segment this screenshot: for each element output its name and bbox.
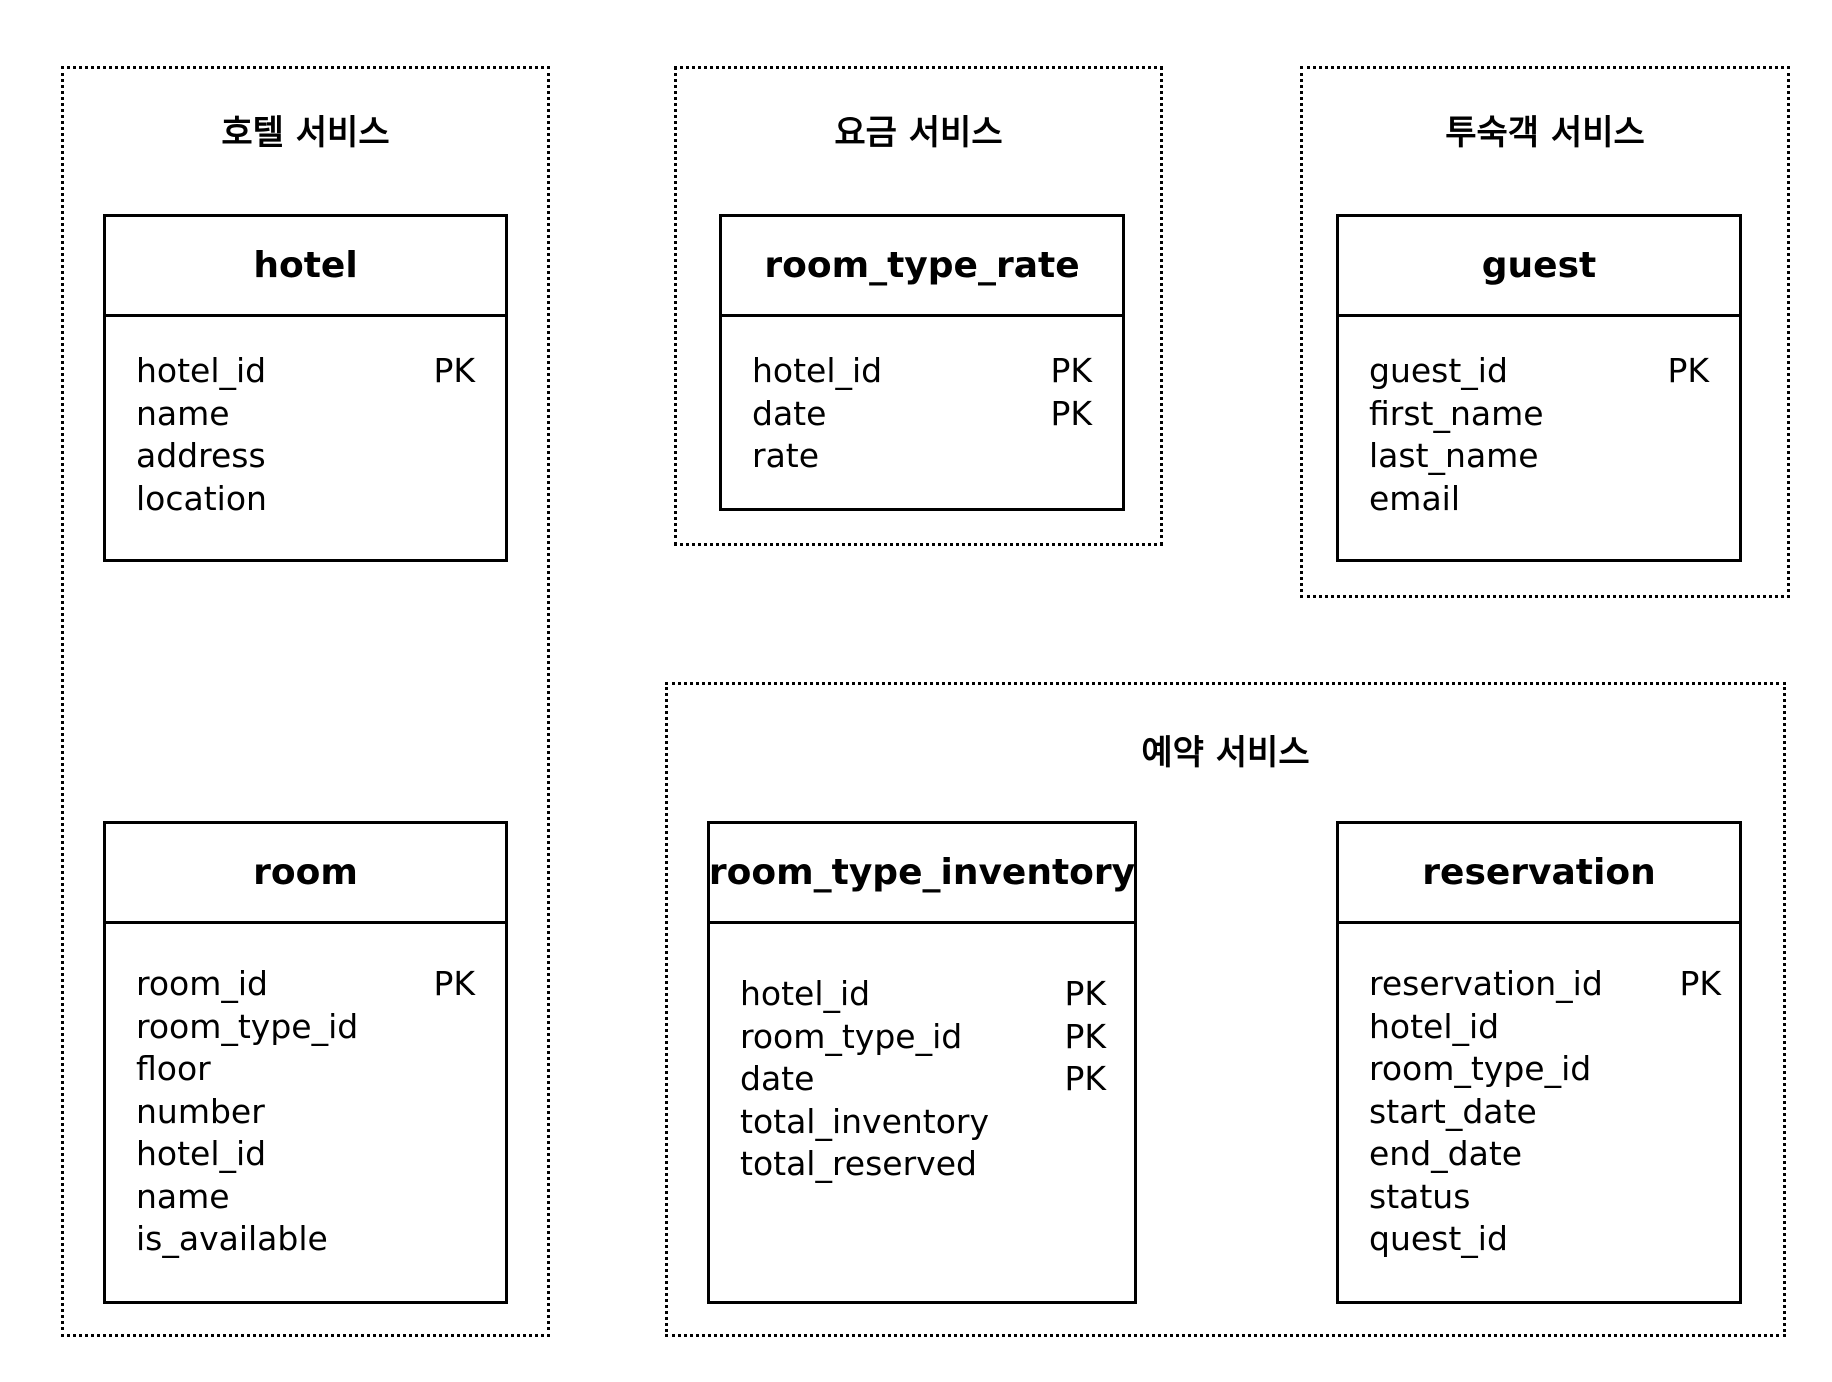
field-row: room_type_id: [136, 1006, 475, 1049]
field-name: hotel_id: [1369, 1006, 1500, 1046]
field-row: quest_id: [1369, 1218, 1721, 1261]
service-title: 호텔 서비스: [221, 113, 390, 153]
field-row: guest_id PK: [1369, 350, 1709, 393]
field-name: email: [1369, 478, 1461, 518]
field-name: reservation_id: [1369, 964, 1603, 1003]
field-row: reservation_id PK: [1369, 963, 1721, 1006]
field-name: room_type_id: [740, 1016, 963, 1056]
field-row: hotel_id PK: [752, 350, 1092, 393]
field-name: hotel_id: [740, 974, 871, 1013]
field-row: room_id PK: [136, 963, 475, 1006]
entity-name: room_type_inventory: [709, 824, 1135, 924]
primary-key-marker: PK: [433, 964, 475, 1003]
field-name: room_type_id: [1369, 1049, 1592, 1088]
entity-name: room_type_rate: [722, 217, 1122, 317]
entity-name: reservation: [1339, 824, 1739, 924]
field-name: start_date: [1369, 1091, 1537, 1131]
field-row: first_name: [1369, 393, 1709, 436]
entity-room: room room_id PK room_type_id floor numbe…: [103, 821, 508, 1304]
field-row: floor: [136, 1048, 475, 1091]
entity-hotel: hotel hotel_id PK name address location: [103, 214, 508, 562]
field-row: hotel_id PK: [136, 350, 475, 393]
entity-name: room: [106, 824, 505, 924]
field-row: hotel_id: [136, 1133, 475, 1176]
field-row: date PK: [740, 1058, 1106, 1101]
field-name: quest_id: [1369, 1219, 1508, 1258]
field-name: room_type_id: [136, 1006, 359, 1046]
service-group-rate: 요금 서비스: [674, 66, 1163, 546]
field-row: name: [136, 1176, 475, 1219]
field-row: start_date: [1369, 1091, 1721, 1134]
primary-key-marker: PK: [1064, 1016, 1106, 1056]
field-name: hotel_id: [136, 1134, 267, 1173]
field-row: status: [1369, 1176, 1721, 1219]
service-title: 예약 서비스: [1141, 733, 1310, 773]
field-row: hotel_id PK: [740, 973, 1106, 1016]
field-row: is_available: [136, 1218, 475, 1261]
field-list: room_id PK room_type_id floor number hot…: [136, 963, 475, 1261]
field-row: number: [136, 1091, 475, 1134]
field-row: room_type_id: [1369, 1048, 1721, 1091]
field-name: name: [136, 393, 230, 433]
field-name: total_reserved: [740, 1144, 977, 1183]
field-name: total_inventory: [740, 1101, 990, 1141]
field-name: hotel_id: [752, 351, 883, 390]
primary-key-marker: PK: [1679, 964, 1721, 1003]
entity-reservation: reservation reservation_id PK hotel_id r…: [1336, 821, 1742, 1304]
field-list: hotel_id PK room_type_id PK date PK tota…: [740, 973, 1106, 1186]
service-group-reservation: 예약 서비스: [665, 682, 1786, 1337]
field-list: guest_id PK first_name last_name email: [1369, 350, 1709, 520]
field-row: total_inventory: [740, 1101, 1106, 1144]
entity-room-type-rate: room_type_rate hotel_id PK date PK rate: [719, 214, 1125, 511]
service-title: 투숙객 서비스: [1445, 113, 1645, 153]
field-row: email: [1369, 478, 1709, 521]
field-name: first_name: [1369, 393, 1544, 433]
field-row: rate: [752, 435, 1092, 478]
service-group-guest: 투숙객 서비스: [1300, 66, 1790, 598]
field-row: end_date: [1369, 1133, 1721, 1176]
entity-room-type-inventory: room_type_inventory hotel_id PK room_typ…: [707, 821, 1137, 1304]
field-row: room_type_id PK: [740, 1016, 1106, 1059]
service-group-hotel: 호텔 서비스: [61, 66, 550, 1337]
field-name: status: [1369, 1176, 1471, 1216]
entity-name: guest: [1339, 217, 1739, 317]
field-list: hotel_id PK name address location: [136, 350, 475, 520]
field-name: hotel_id: [136, 351, 267, 390]
field-list: reservation_id PK hotel_id room_type_id …: [1369, 963, 1721, 1261]
field-name: end_date: [1369, 1134, 1523, 1173]
primary-key-marker: PK: [1050, 393, 1092, 433]
field-name: room_id: [136, 964, 268, 1003]
primary-key-marker: PK: [1050, 351, 1092, 390]
field-name: location: [136, 478, 267, 518]
primary-key-marker: PK: [1064, 974, 1106, 1013]
field-row: last_name: [1369, 435, 1709, 478]
primary-key-marker: PK: [433, 351, 475, 390]
primary-key-marker: PK: [1064, 1059, 1106, 1098]
service-title: 요금 서비스: [834, 113, 1003, 153]
entity-name: hotel: [106, 217, 505, 317]
entity-guest: guest guest_id PK first_name last_name e…: [1336, 214, 1742, 562]
field-name: date: [752, 393, 827, 433]
field-row: name: [136, 393, 475, 436]
primary-key-marker: PK: [1667, 351, 1709, 390]
field-name: last_name: [1369, 436, 1539, 475]
field-name: is_available: [136, 1219, 328, 1258]
field-name: floor: [136, 1049, 211, 1088]
field-name: name: [136, 1176, 230, 1216]
field-name: rate: [752, 436, 820, 475]
field-row: hotel_id: [1369, 1006, 1721, 1049]
field-row: location: [136, 478, 475, 521]
field-row: address: [136, 435, 475, 478]
field-name: number: [136, 1091, 265, 1131]
field-name: address: [136, 436, 266, 475]
field-list: hotel_id PK date PK rate: [752, 350, 1092, 478]
field-row: date PK: [752, 393, 1092, 436]
field-name: guest_id: [1369, 351, 1508, 390]
field-name: date: [740, 1059, 815, 1098]
field-row: total_reserved: [740, 1143, 1106, 1186]
